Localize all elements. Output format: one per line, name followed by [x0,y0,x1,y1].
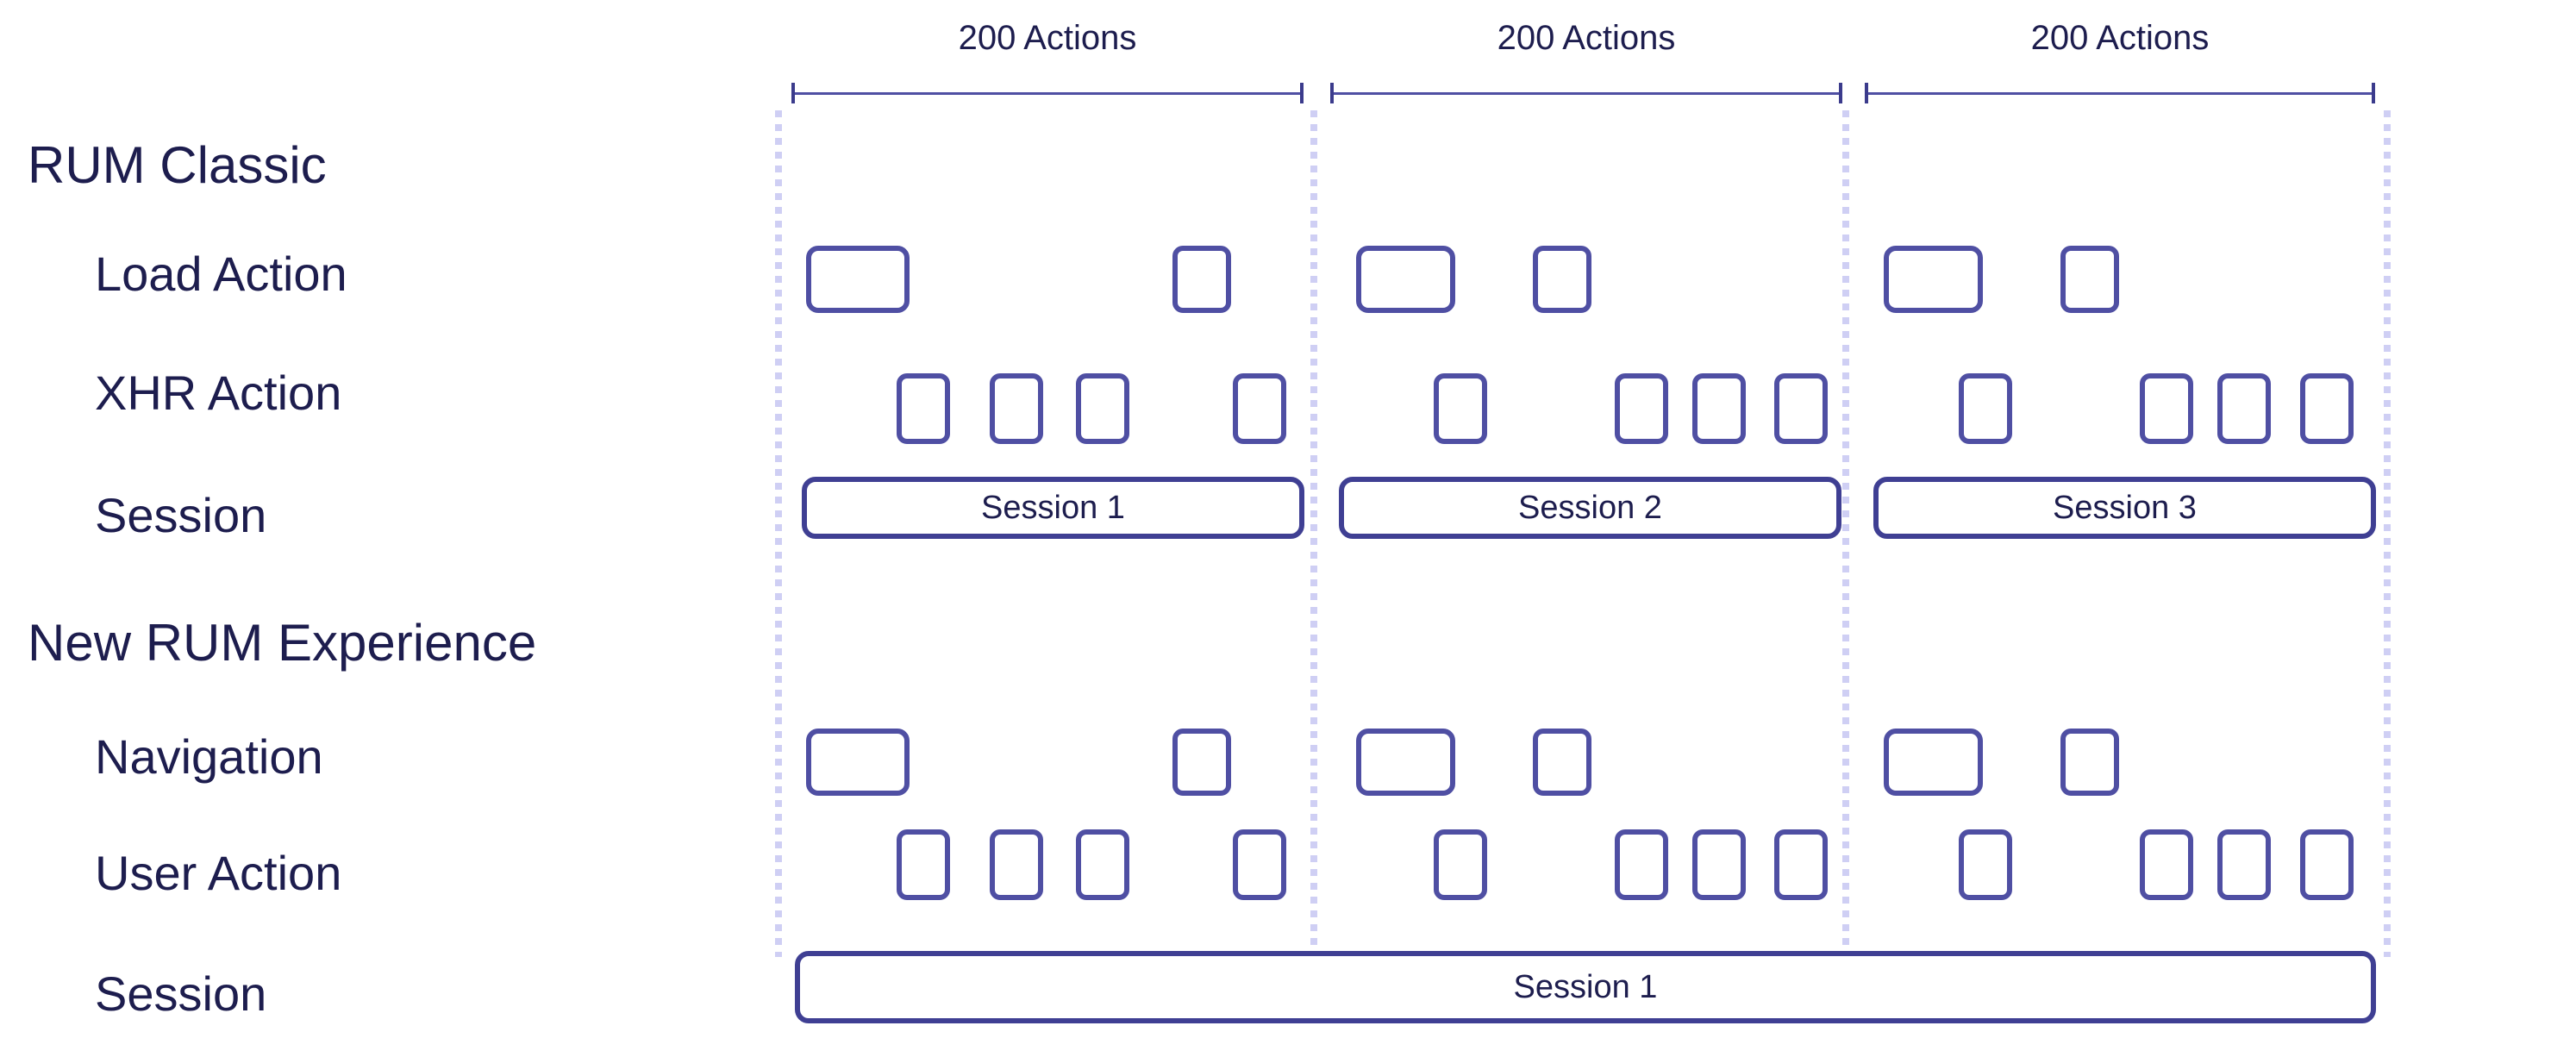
user-action-box [1434,829,1487,900]
user-action-box [897,829,950,900]
row-label-xhr-action: XHR Action [95,366,342,420]
navigation-box [1356,729,1455,796]
xhr-action-box [1615,373,1668,444]
group-label-new-rum-experience: New RUM Experience [28,614,537,672]
xhr-action-box [1076,373,1129,444]
load-action-box [1884,246,1983,313]
session-pill-label: Session 2 [1518,490,1662,526]
bracket-label-1: 200 Actions [958,19,1137,57]
row-label-session-classic: Session [95,488,267,542]
session-pill-label: Session 1 [1513,969,1658,1005]
xhr-action-box [1434,373,1487,444]
bracket-bar [1865,92,2375,95]
user-action-box [990,829,1043,900]
xhr-action-box [1959,373,2012,444]
bracket-bar [1330,92,1842,95]
user-action-box [1774,829,1828,900]
navigation-box [1884,729,1983,796]
bracket-1 [791,83,1304,103]
navigation-box [2060,729,2119,796]
session-pill: Session 1 [795,951,2376,1023]
bracket-tick-left [791,83,795,103]
column-separator-2 [1310,110,1317,957]
session-pill: Session 3 [1873,477,2376,539]
xhr-action-box [990,373,1043,444]
group-label-rum-classic: RUM Classic [28,136,327,194]
column-separator-1 [775,110,782,957]
xhr-action-box [2140,373,2193,444]
user-action-box [2300,829,2354,900]
row-label-session-new: Session [95,966,267,1021]
navigation-box [1172,729,1231,796]
xhr-action-box [897,373,950,444]
session-pill-label: Session 1 [981,490,1125,526]
row-label-navigation: Navigation [95,729,323,784]
bracket-tick-left [1330,83,1334,103]
session-pill-label: Session 3 [2053,490,2197,526]
bracket-2 [1330,83,1842,103]
user-action-box [1076,829,1129,900]
user-action-box [1959,829,2012,900]
column-separator-3 [1842,110,1849,957]
bracket-tick-left [1865,83,1868,103]
user-action-box [1692,829,1746,900]
load-action-box [1172,246,1231,313]
navigation-box [1533,729,1591,796]
user-action-box [1233,829,1286,900]
user-action-box [2140,829,2193,900]
bracket-tick-right [1839,83,1842,103]
xhr-action-box [1774,373,1828,444]
load-action-box [806,246,910,313]
row-label-user-action: User Action [95,846,342,900]
load-action-box [1356,246,1455,313]
xhr-action-box [2300,373,2354,444]
bracket-3 [1865,83,2375,103]
user-action-box [1615,829,1668,900]
row-label-load-action: Load Action [95,247,347,301]
session-pill: Session 1 [802,477,1304,539]
load-action-box [2060,246,2119,313]
bracket-bar [791,92,1304,95]
user-action-box [2217,829,2271,900]
xhr-action-box [1692,373,1746,444]
xhr-action-box [2217,373,2271,444]
session-pill: Session 2 [1339,477,1841,539]
bracket-label-2: 200 Actions [1497,19,1676,57]
bracket-label-3: 200 Actions [2030,19,2210,57]
navigation-box [806,729,910,796]
bracket-tick-right [1300,83,1304,103]
load-action-box [1533,246,1591,313]
column-separator-4 [2384,110,2391,957]
xhr-action-box [1233,373,1286,444]
bracket-tick-right [2372,83,2375,103]
